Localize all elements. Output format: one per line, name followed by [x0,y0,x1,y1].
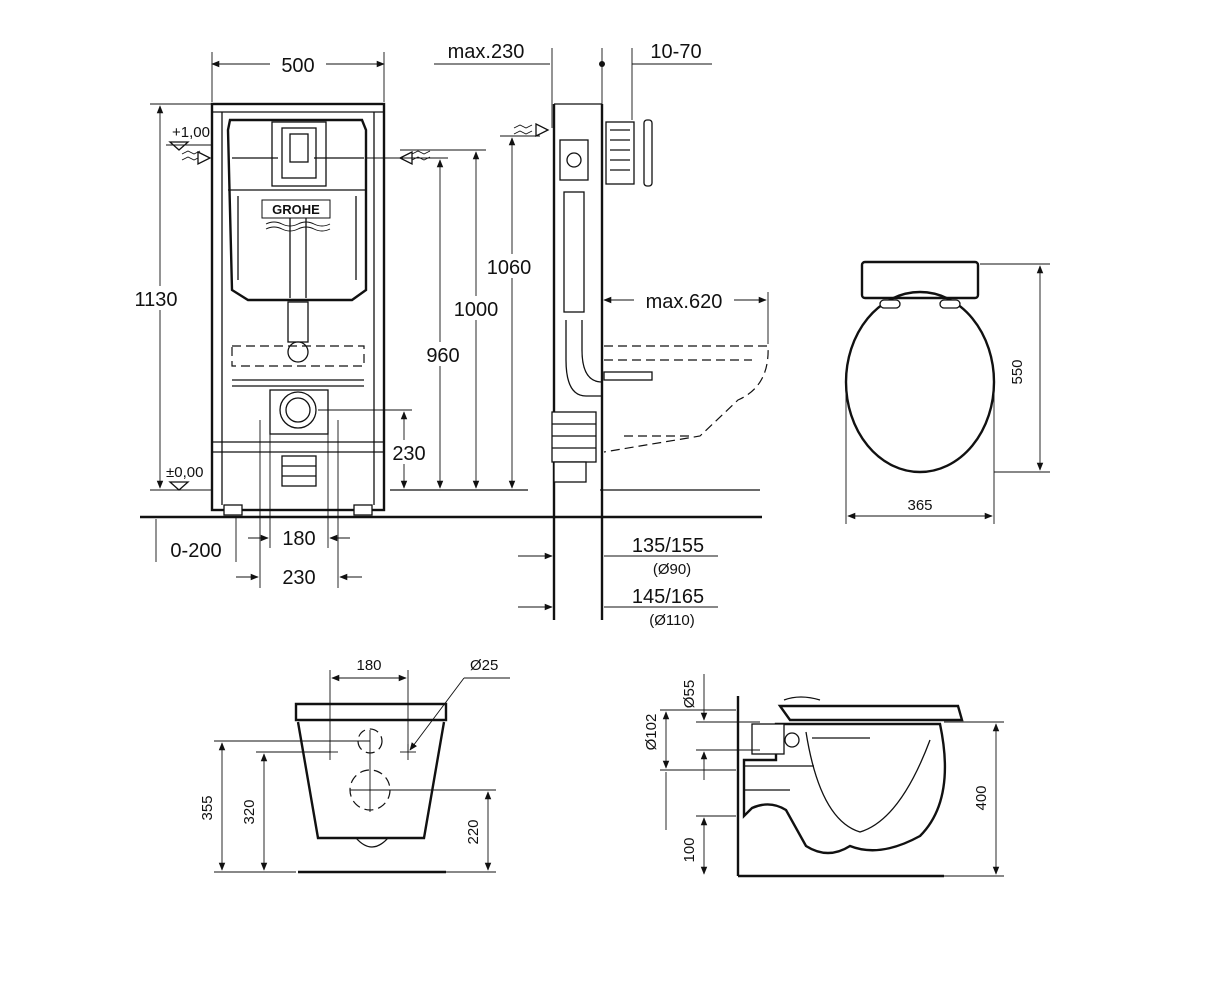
dim-180-front: 180 [282,528,315,550]
bowl-side-view: Ø55 Ø102 100 400 [643,674,1004,878]
seat-top-view: 550 365 [844,260,1050,524]
dim-400: 400 [973,785,990,810]
dim-145-165: 145/165 [632,586,704,608]
cistern [226,118,368,302]
dim-d55: Ø55 [681,680,698,708]
svg-text:GROHE: GROHE [272,202,320,217]
dim-height-1130: 1130 [134,289,177,311]
dim-width-500: 500 [281,55,314,77]
dim-550: 550 [1009,359,1026,384]
dim-0-200: 0-200 [170,540,221,562]
dim-135-155: 135/155 [632,535,704,557]
grohe-logo: GROHE [261,199,331,232]
dim-d102: Ø102 [643,714,660,751]
dim-max-620: max.620 [646,291,723,313]
dim-max-230: max.230 [448,41,525,63]
flush-plate [271,121,327,187]
dim-1060: 1060 [487,257,532,279]
dim-220: 220 [465,819,482,844]
seat-outline [844,290,996,474]
dim-365: 365 [907,497,932,514]
dim-960: 960 [426,345,459,367]
bowl-back-view: 180 Ø25 355 320 220 [199,657,510,874]
dim-10-70: 10-70 [650,41,701,63]
dim-230-width: 230 [282,567,315,589]
front-view: GROHE 500 [128,52,540,589]
dim-100: 100 [681,837,698,862]
level-top: +1,00 [172,124,210,141]
level-floor: ±0,00 [166,464,203,481]
dim-d90: (Ø90) [653,561,691,578]
frame-outline [210,102,386,512]
seat-hinge-block [860,260,980,300]
dim-320: 320 [241,799,258,824]
dim-355: 355 [199,795,216,820]
dim-180-holes: 180 [356,657,381,674]
dim-1000: 1000 [454,299,499,321]
dim-d25: Ø25 [470,657,498,674]
bowl-seat [777,704,964,722]
side-view: max.230 10-70 max.620 135/155 (Ø90) 145/… [434,41,769,629]
dim-230-height: 230 [392,443,425,465]
dim-d110: (Ø110) [649,612,695,629]
